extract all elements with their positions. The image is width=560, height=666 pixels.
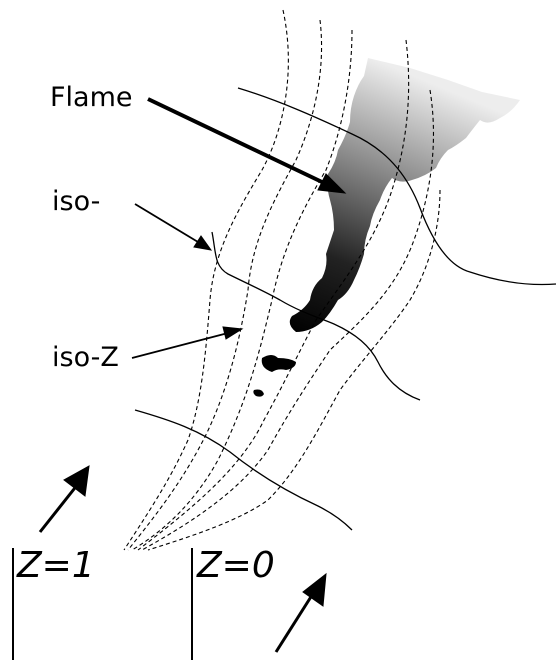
- flame-label: Flame: [50, 84, 133, 111]
- iso-z-label: iso-Z: [52, 344, 119, 371]
- iso-z-line: [148, 190, 440, 550]
- iso-c-pointer-line: [135, 204, 198, 242]
- iso-c-label: iso-: [52, 188, 100, 215]
- iso-c-pointer-head: [194, 236, 211, 250]
- iso-z-pointer-line: [132, 333, 228, 358]
- flame-pointer-line: [148, 99, 322, 182]
- z-zero-label: Z=0: [197, 548, 275, 584]
- flow-arrow-right-line: [276, 592, 314, 652]
- flame-pocket-small: [253, 390, 264, 397]
- flow-arrow-left-head: [64, 466, 89, 496]
- z-one-label: Z=1: [17, 548, 95, 584]
- flow-arrow-left-line: [40, 484, 78, 532]
- iso-z-line: [124, 10, 288, 550]
- flame-shape: [290, 58, 520, 332]
- iso-c-line: [135, 410, 352, 530]
